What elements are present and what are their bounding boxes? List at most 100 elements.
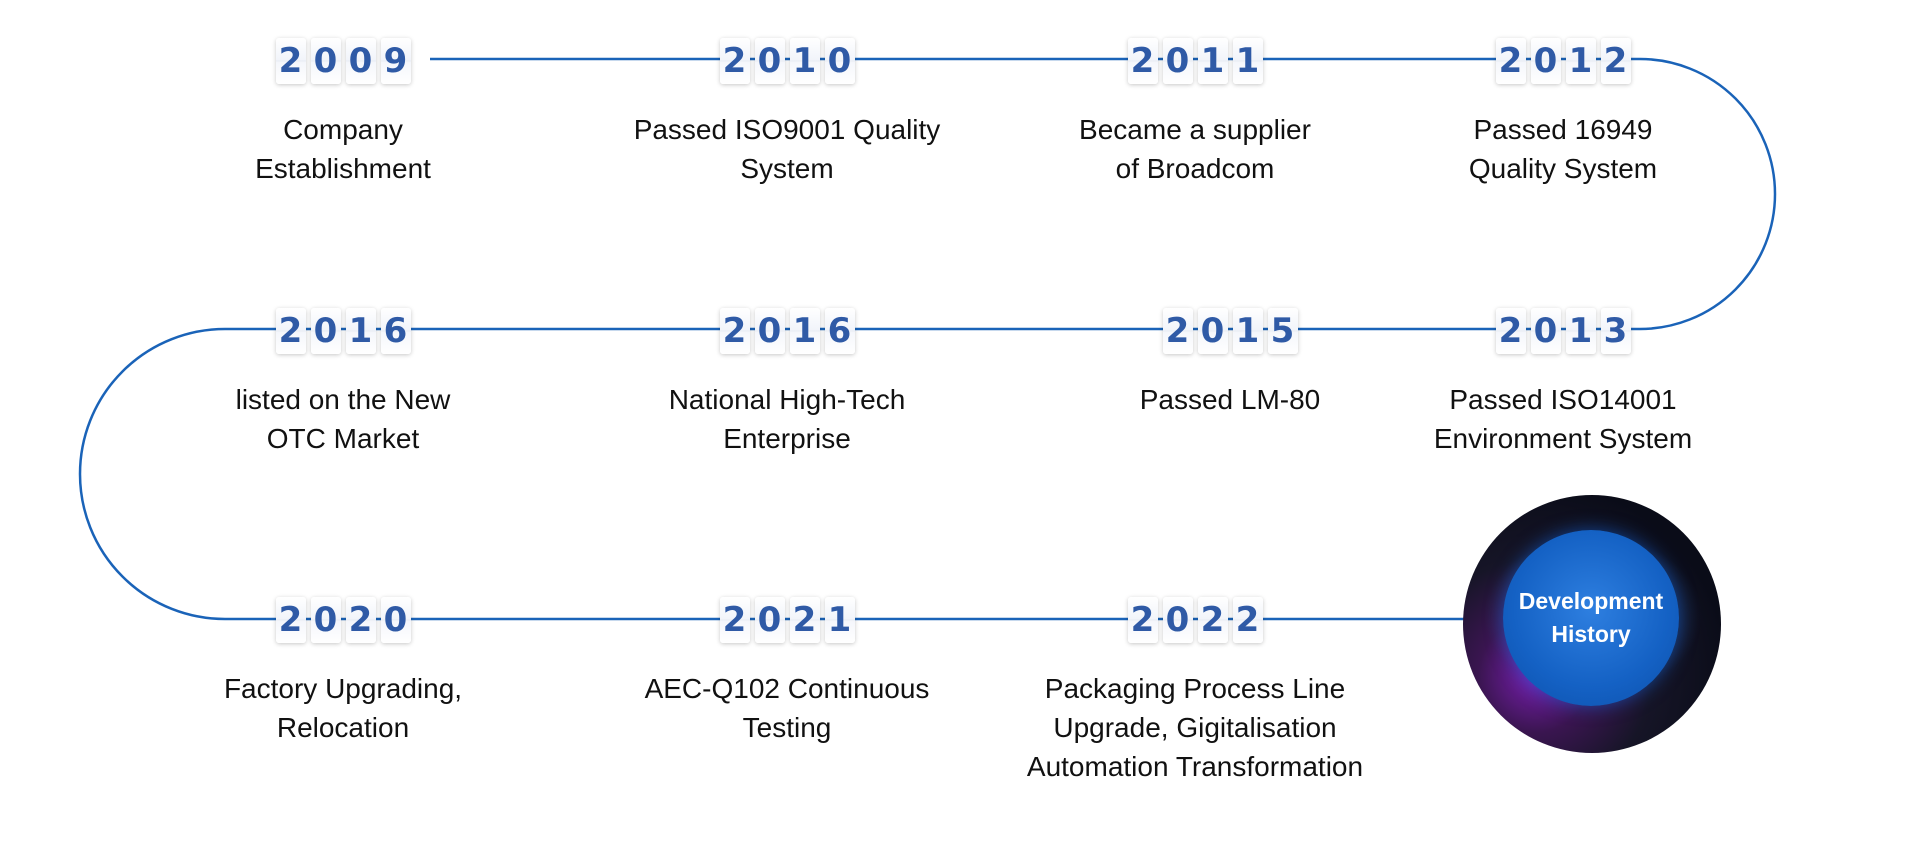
year-digit: 9 (380, 38, 411, 84)
year-digit: 1 (824, 597, 855, 643)
milestone-description-line: System (740, 153, 834, 184)
milestone-description-line: Establishment (255, 153, 431, 184)
year-digit: 0 (345, 38, 376, 84)
development-history-badge: Development History (1463, 495, 1721, 753)
milestone-description-line: AEC-Q102 Continuous (644, 673, 930, 704)
year-digit: 0 (1162, 38, 1193, 84)
year-digit: 0 (754, 38, 785, 84)
milestone-description-line: Environment System (1433, 423, 1693, 454)
badge-inner-circle: Development History (1503, 530, 1679, 706)
year-digit: 1 (1197, 38, 1228, 84)
year-digit: 0 (380, 597, 411, 643)
year-digit: 2 (719, 308, 750, 354)
milestone-description: Factory Upgrading, Relocation (143, 669, 543, 747)
year-digit: 0 (1162, 597, 1193, 643)
badge-line: History (1551, 621, 1631, 647)
milestone-description-line: Relocation (276, 712, 410, 743)
year-digit: 1 (1232, 38, 1263, 84)
year-digit: 0 (754, 308, 785, 354)
milestone-description-line: of Broadcom (1115, 153, 1275, 184)
year-digit: 0 (1197, 308, 1228, 354)
milestone-description: Passed LM-80 (1030, 380, 1430, 419)
year-digit: 2 (345, 597, 376, 643)
milestone-description-line: listed on the New (235, 384, 451, 415)
year-digit: 1 (1232, 308, 1263, 354)
year-digit: 1 (1565, 38, 1596, 84)
year-digit: 2 (1127, 38, 1158, 84)
year-digit: 6 (380, 308, 411, 354)
badge-line: Development (1518, 588, 1664, 614)
year-digit: 2 (1197, 597, 1228, 643)
milestone-description-line: Upgrade, Gigitalisation (1053, 712, 1337, 743)
year-digit: 1 (789, 38, 820, 84)
milestone-description-line: Passed LM-80 (1139, 384, 1321, 415)
milestone-description-line: Factory Upgrading, (223, 673, 463, 704)
badge-label: Development History (1519, 585, 1663, 651)
year-digit: 0 (824, 38, 855, 84)
milestone-description-line: Passed ISO9001 Quality (633, 114, 941, 145)
milestone-description-line: Quality System (1468, 153, 1658, 184)
milestone-description-line: Enterprise (723, 423, 851, 454)
year-digit: 2 (275, 38, 306, 84)
year-digit: 2 (1162, 308, 1193, 354)
year-digit: 0 (310, 308, 341, 354)
year-digit: 2 (1495, 308, 1526, 354)
year-digit: 2 (275, 597, 306, 643)
year-digit: 2 (275, 308, 306, 354)
milestone-description-line: Became a supplier (1079, 114, 1311, 145)
year-digit: 3 (1600, 308, 1631, 354)
year-digit: 2 (1232, 597, 1263, 643)
year-digit: 0 (1530, 308, 1561, 354)
milestone-description-line: Passed 16949 (1473, 114, 1653, 145)
milestone-description-line: OTC Market (266, 423, 420, 454)
year-digit: 2 (789, 597, 820, 643)
year-digit: 1 (789, 308, 820, 354)
year-digit: 1 (1565, 308, 1596, 354)
year-digit: 0 (310, 38, 341, 84)
year-digit: 1 (345, 308, 376, 354)
milestone-description: Became a supplier of Broadcom (995, 110, 1395, 188)
milestone-description-line: Packaging Process Line (1044, 673, 1346, 704)
milestone-description-line: Automation Transformation (1026, 751, 1364, 782)
year-digit: 2 (1495, 38, 1526, 84)
year-digit: 2 (1127, 597, 1158, 643)
year-digit: 0 (754, 597, 785, 643)
milestone-description-line: Passed ISO14001 (1449, 384, 1677, 415)
year-digit: 6 (824, 308, 855, 354)
year-digit: 2 (719, 38, 750, 84)
year-digit: 2 (1600, 38, 1631, 84)
year-digit: 0 (1530, 38, 1561, 84)
year-digit: 0 (310, 597, 341, 643)
milestone-description-line: Testing (742, 712, 832, 743)
milestone-description-line: National High-Tech (668, 384, 906, 415)
